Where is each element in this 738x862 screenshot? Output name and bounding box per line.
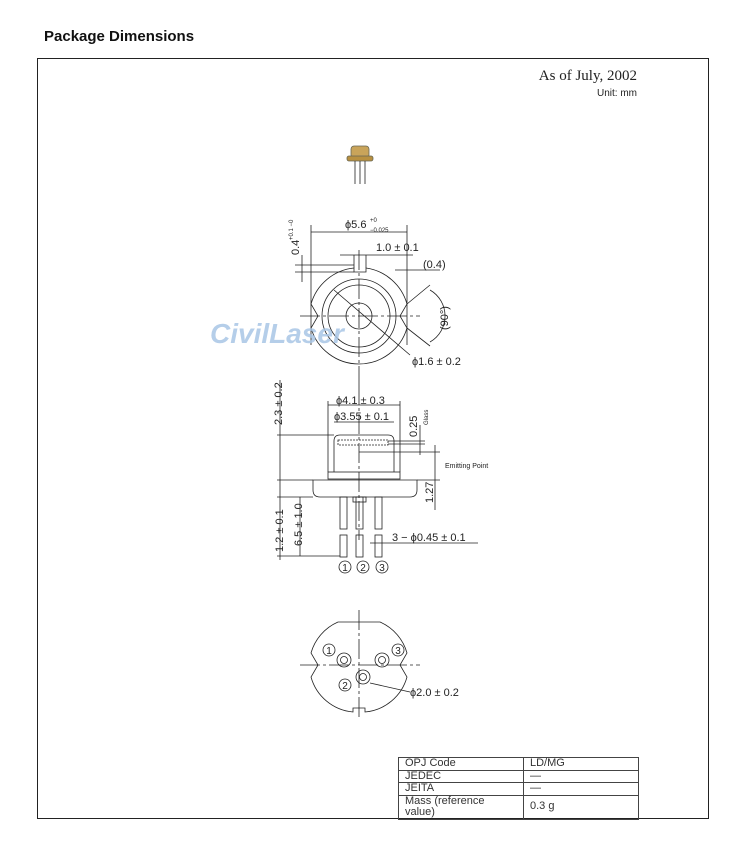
svg-text:2: 2 [360,563,366,574]
svg-text:−0.025: −0.025 [370,228,389,234]
svg-text:(90°): (90°) [439,306,451,330]
bottom-view: 1 3 2 ϕ2.0 ± 0.2 [300,610,459,720]
svg-text:ϕ4.1 ± 0.3: ϕ4.1 ± 0.3 [336,395,385,407]
svg-text:ϕ1.6 ± 0.2: ϕ1.6 ± 0.2 [412,356,461,368]
table-row: JEITA— [398,782,639,796]
table-row: Mass (reference value)0.3 g [398,794,639,820]
svg-text:Glass: Glass [424,410,430,425]
svg-text:6.5 ± 1.0: 6.5 ± 1.0 [293,503,305,546]
unit-note: Unit: mm [597,88,637,99]
product-thumbnail [346,145,374,184]
svg-text:1.27: 1.27 [424,482,436,503]
svg-text:ϕ5.6: ϕ5.6 [345,219,366,231]
svg-text:1: 1 [326,646,332,657]
watermark: CivilLaser [210,318,346,349]
svg-text:ϕ3.55 ± 0.1: ϕ3.55 ± 0.1 [334,411,389,423]
svg-text:+0.1 −0: +0.1 −0 [289,219,295,240]
svg-text:2: 2 [342,681,348,692]
table-row: JEDEC— [398,769,639,783]
emitting-point-label: Emitting Point [445,463,488,470]
side-view: 1 2 3 2.3 ± 0.2 ϕ4.1 ± 0.3 ϕ3.55 ± 0.1 0… [273,380,488,574]
svg-text:1: 1 [342,563,348,574]
top-view: ϕ5.6 +0 −0.025 0.4 +0.1 −0 1.0 ± 0.1 (0.… [289,218,461,385]
svg-text:1.0 ± 0.1: 1.0 ± 0.1 [376,242,419,254]
page-title: Package Dimensions [44,28,195,45]
svg-text:3: 3 [379,563,385,574]
svg-text:0.25: 0.25 [408,416,420,437]
svg-text:(0.4): (0.4) [423,259,446,271]
date-note: As of July, 2002 [539,68,637,84]
svg-text:1.2 ± 0.1: 1.2 ± 0.1 [274,509,286,552]
svg-text:ϕ2.0 ± 0.2: ϕ2.0 ± 0.2 [410,687,459,699]
svg-text:3 − ϕ0.45 ± 0.1: 3 − ϕ0.45 ± 0.1 [392,532,466,544]
drawing-frame [37,58,709,819]
svg-text:3: 3 [395,646,401,657]
svg-text:2.3 ± 0.2: 2.3 ± 0.2 [273,382,285,425]
svg-text:0.4: 0.4 [290,240,302,255]
svg-text:+0: +0 [370,218,378,224]
